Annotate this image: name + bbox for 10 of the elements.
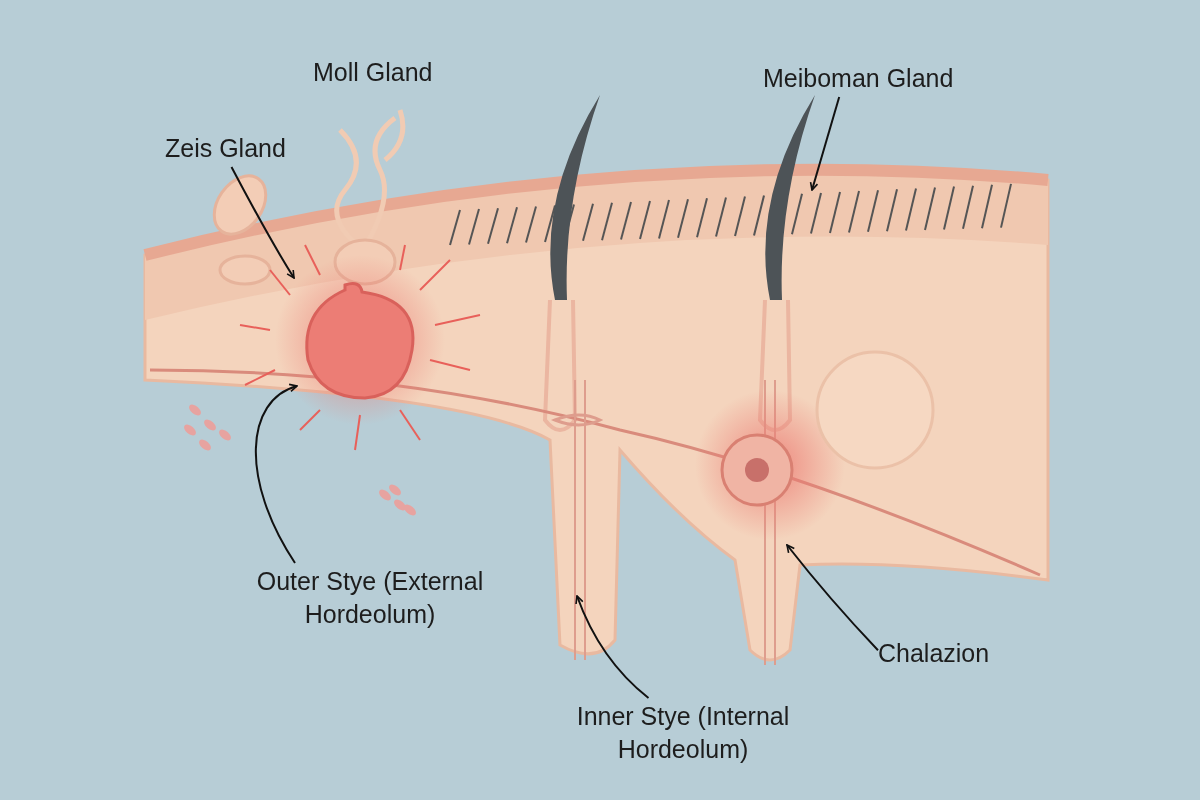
part-label: Outer Stye (External Hordeolum) [245, 565, 495, 631]
part-label: Inner Stye (Internal Hordeolum) [568, 700, 798, 766]
part-label: Moll Gland [313, 57, 433, 88]
part-label: Meiboman Gland [763, 62, 954, 95]
leader-arrow [786, 544, 879, 652]
leader-arrow [809, 96, 841, 191]
leader-arrow [254, 384, 298, 564]
part-label: Zeis Gland [165, 132, 286, 165]
leader-arrow [575, 595, 650, 699]
part-label: Chalazion [878, 637, 990, 670]
